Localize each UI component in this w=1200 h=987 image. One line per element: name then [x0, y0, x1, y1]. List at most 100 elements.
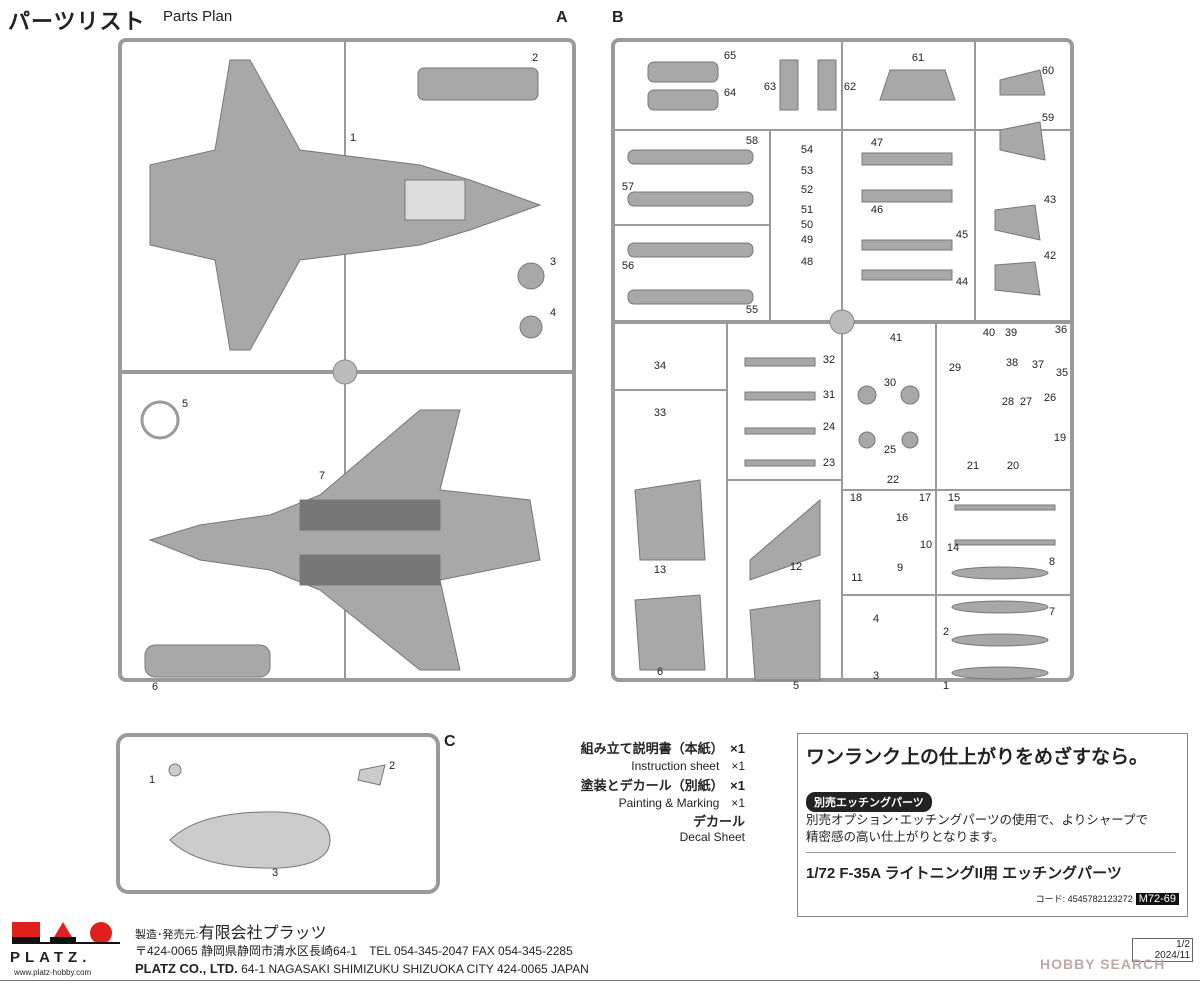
page-subtitle: Parts Plan: [163, 8, 233, 25]
sprue-a-hub: [332, 359, 358, 385]
address-en-text: 64-1 NAGASAKI SHIMIZUKU SHIZUOKA CITY 42…: [237, 962, 589, 976]
page-number: 1/2: [1176, 939, 1190, 950]
part-number-a: 3: [549, 256, 557, 268]
part-number-b: 32: [822, 354, 836, 366]
part-number-b: 19: [1053, 432, 1067, 444]
address-en: PLATZ CO., LTD. 64-1 NAGASAKI SHIMIZUKU …: [135, 961, 589, 976]
included-jp: 組み立て説明書（本紙） ×1: [580, 741, 745, 756]
part-number-c: 3: [271, 867, 279, 879]
part-number-b: 53: [800, 165, 814, 177]
part-number-b: 18: [849, 492, 863, 504]
part-number-b: 24: [822, 421, 836, 433]
part-number-b: 28: [1001, 396, 1015, 408]
part-number-b: 58: [745, 135, 759, 147]
part-number-b: 9: [896, 562, 904, 574]
logo-text: PLATZ.: [10, 949, 92, 966]
part-number-a: 6: [151, 681, 159, 693]
manufacturer-name: 有限会社プラッツ: [198, 925, 327, 942]
part-number-a: 5: [181, 398, 189, 410]
part-number-b: 15: [947, 492, 961, 504]
part-number-b: 13: [653, 564, 667, 576]
part-number-b: 5: [792, 680, 800, 692]
sprue-a-letter: A: [556, 9, 568, 26]
part-number-b: 33: [653, 407, 667, 419]
part-number-b: 50: [800, 219, 814, 231]
promo-description-line: 精密感の高い仕上がりとなります。: [806, 830, 1005, 844]
part-number-b: 23: [822, 457, 836, 469]
part-number-b: 27: [1019, 396, 1033, 408]
manufacturer: 製造･発売元:有限会社プラッツ: [135, 919, 327, 943]
promo-description: 別売オプション･エッチングパーツの使用で、よりシャープで 精密感の高い仕上がりと…: [806, 812, 1148, 846]
part-number-b: 54: [800, 144, 814, 156]
part-number-b: 8: [1048, 556, 1056, 568]
part-number-b: 31: [822, 389, 836, 401]
included-instruction-sheet: 組み立て説明書（本紙） ×1 Instruction sheet ×1: [581, 738, 745, 774]
part-number-b: 10: [919, 539, 933, 551]
part-number-b: 30: [883, 377, 897, 389]
issue-date: 2024/11: [1154, 950, 1190, 961]
part-number-b: 21: [966, 460, 980, 472]
part-number-b: 2: [942, 626, 950, 638]
part-number-b: 40: [982, 327, 996, 339]
part-number-b: 55: [745, 304, 759, 316]
part-number-b: 64: [723, 87, 737, 99]
part-number-b: 62: [843, 81, 857, 93]
promo-badge: 別売エッチングパーツ: [806, 792, 932, 812]
part-number-b: 22: [886, 474, 900, 486]
included-en: Painting & Marking ×1: [618, 796, 745, 810]
part-number-b: 11: [851, 572, 863, 584]
part-number-b: 41: [889, 332, 903, 344]
part-number-a: 1: [349, 132, 357, 144]
product-code: M72-69: [1135, 893, 1179, 905]
part-number-b: 47: [870, 137, 884, 149]
part-number-b: 45: [955, 229, 969, 241]
part-number-b: 42: [1043, 250, 1057, 262]
company-en: PLATZ CO., LTD.: [135, 961, 238, 976]
included-en: Instruction sheet ×1: [631, 759, 745, 773]
part-number-b: 7: [1048, 606, 1056, 618]
part-number-b: 61: [911, 52, 925, 64]
part-number-b: 52: [800, 184, 814, 196]
part-number-b: 29: [948, 362, 962, 374]
part-number-b: 60: [1041, 65, 1055, 77]
sprue-b-hub: [829, 309, 855, 335]
part-number-b: 59: [1041, 112, 1055, 124]
part-number-c: 1: [148, 774, 156, 786]
part-number-b: 48: [800, 256, 814, 268]
part-number-b: 3: [872, 670, 880, 682]
part-number-b: 12: [789, 561, 803, 573]
part-number-b: 44: [955, 276, 969, 288]
sprue-c-frame: [116, 733, 440, 894]
part-number-b: 1: [942, 680, 950, 692]
sprue-b-letter: B: [612, 9, 624, 26]
included-jp: デカール: [692, 814, 745, 829]
part-number-b: 17: [918, 492, 932, 504]
promo-product: 1/72 F-35A ライトニングII用 エッチングパーツ: [806, 865, 1122, 882]
included-en: Decal Sheet: [679, 830, 745, 844]
address-jp: 〒424-0065 静岡県静岡市清水区長崎64-1 TEL 054-345-20…: [135, 944, 573, 958]
sprue-a-parts: [140, 59, 545, 678]
sprue-c-letter: C: [444, 733, 456, 750]
part-number-b: 46: [870, 204, 884, 216]
included-decal-sheet: デカール Decal Sheet: [680, 811, 745, 844]
promo-description-line: 別売オプション･エッチングパーツの使用で、よりシャープで: [806, 813, 1149, 827]
part-number-a: 7: [318, 470, 326, 482]
part-number-b: 34: [653, 360, 667, 372]
part-number-b: 16: [895, 512, 909, 524]
part-number-b: 43: [1043, 194, 1057, 206]
promo-headline: ワンランク上の仕上がりをめざすなら。: [806, 747, 1149, 768]
page-title: パーツリスト: [8, 9, 146, 34]
watermark: HOBBY SEARCH: [1040, 956, 1166, 972]
sprue-b-parts: [627, 59, 1056, 681]
part-number-a: 2: [531, 52, 539, 64]
promo-divider: [806, 852, 1176, 853]
sprue-c-parts: [168, 763, 386, 869]
part-number-b: 26: [1043, 392, 1057, 404]
code-label: コード: 4545782123272: [1035, 894, 1133, 904]
part-number-b: 63: [763, 81, 777, 93]
etching-parts-promo: ワンランク上の仕上がりをめざすなら。 別売エッチングパーツ 別売オプション･エッ…: [797, 733, 1188, 917]
part-number-b: 4: [872, 613, 880, 625]
part-number-b: 35: [1055, 367, 1069, 379]
